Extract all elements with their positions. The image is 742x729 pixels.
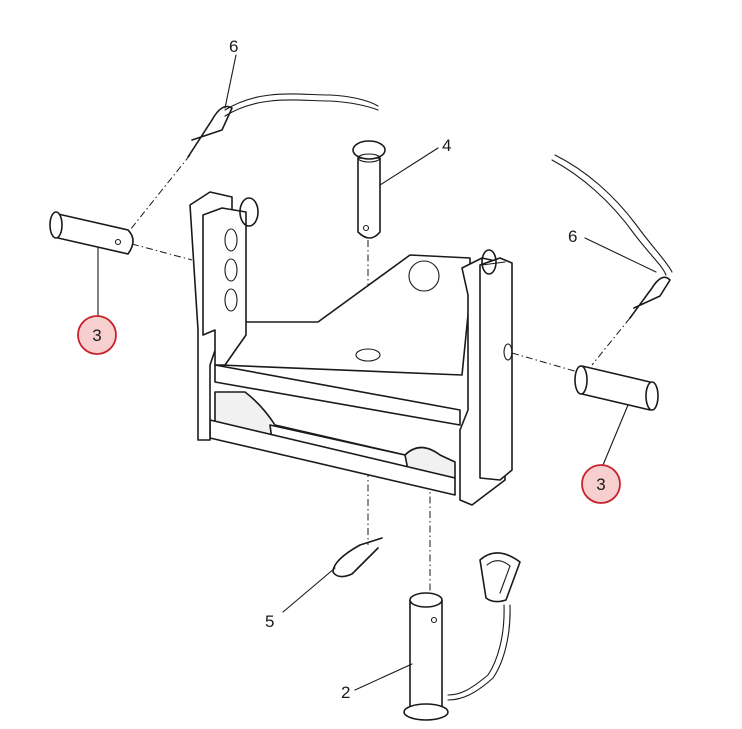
callout-6-top: 6 bbox=[229, 37, 238, 56]
clip-5 bbox=[332, 537, 383, 578]
pin-3-left bbox=[49, 211, 134, 255]
callout-3-right-marker bbox=[581, 464, 621, 504]
callout-4: 4 bbox=[442, 136, 451, 155]
pin-2 bbox=[403, 552, 521, 721]
mounting-bracket bbox=[189, 191, 513, 506]
callout-3-left: 3 bbox=[92, 326, 101, 345]
callout-5: 5 bbox=[265, 612, 274, 631]
clip-6-right bbox=[551, 154, 673, 319]
callout-2: 2 bbox=[341, 683, 350, 702]
callout-6-right: 6 bbox=[568, 227, 577, 246]
pin-3-right bbox=[574, 365, 659, 411]
leader-lines bbox=[97, 54, 657, 691]
callout-labels: 6 4 3 6 3 5 2 bbox=[77, 37, 621, 702]
callout-3-right: 3 bbox=[596, 475, 605, 494]
pin-4 bbox=[352, 140, 386, 239]
clip-6-top bbox=[187, 93, 379, 158]
callout-3-left-marker bbox=[77, 315, 117, 355]
